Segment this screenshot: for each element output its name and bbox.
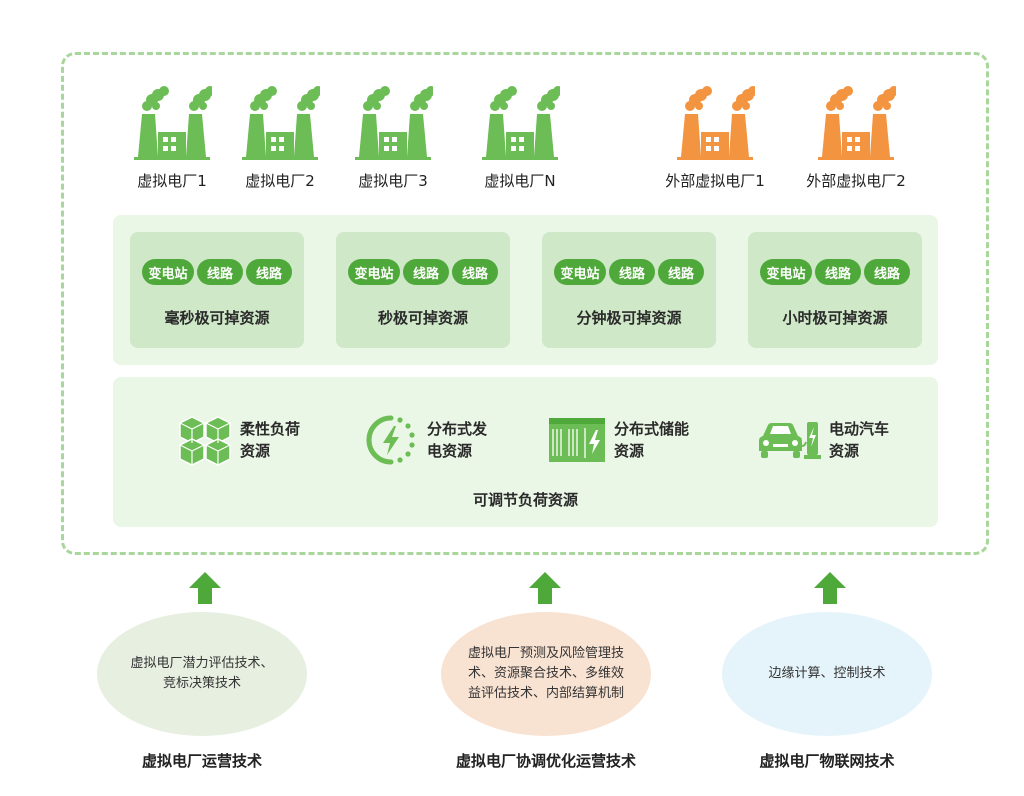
operation-tech-ellipse: 虚拟电厂潜力评估技术、竞标决策技术 [97, 612, 307, 736]
resource-card-title: 小时极可掉资源 [782, 309, 888, 327]
iot-tech-ellipse: 边缘计算、控制技术 [722, 612, 932, 736]
line-tag: 线路 [197, 259, 243, 285]
adjustable-load-band [113, 377, 938, 527]
cubes-icon [179, 416, 231, 466]
resource-card-title: 毫秒极可掉资源 [164, 309, 270, 327]
resource-card-second: 变电站 线路 线路 秒极可掉资源 [336, 232, 510, 348]
line-tag: 线路 [658, 259, 704, 285]
plant-external-1: 外部虚拟电厂1 [663, 78, 767, 198]
substation-tag: 变电站 [554, 259, 606, 285]
electric-vehicle-line1: 电动汽车 [829, 420, 890, 438]
substation-tag: 变电站 [348, 259, 400, 285]
distributed-generation-line2: 电资源 [427, 442, 473, 460]
substation-tag: 变电站 [760, 259, 812, 285]
plant-vpp-1: 虚拟电厂1 [122, 78, 222, 198]
ev-charging-icon [759, 422, 821, 459]
distributed-storage-item: 分布式储能 资源 [548, 412, 689, 468]
plant-label: 虚拟电厂1 [137, 172, 207, 190]
adjustable-load-title: 可调节负荷资源 [472, 491, 578, 509]
factory-icon [818, 86, 896, 160]
resource-card-minute: 变电站 线路 线路 分钟极可掉资源 [542, 232, 716, 348]
plant-vpp-3: 虚拟电厂3 [343, 78, 443, 198]
plant-label: 虚拟电厂N [484, 172, 556, 190]
electric-vehicle-line2: 资源 [829, 442, 860, 460]
distributed-storage-line1: 分布式储能 [614, 420, 690, 438]
distributed-storage-line2: 资源 [614, 442, 645, 460]
battery-container-icon [549, 418, 605, 462]
line-tag: 线路 [452, 259, 498, 285]
flexible-load-line2: 资源 [240, 442, 271, 460]
arrow-up-icon [189, 572, 221, 604]
operation-tech-text: 虚拟电厂潜力评估技术、竞标决策技术 [130, 656, 274, 691]
coordination-tech-ellipse: 虚拟电厂预测及风险管理技术、资源聚合技术、多维效益评估技术、内部结算机制 [441, 612, 651, 736]
plant-label: 外部虚拟电厂2 [806, 172, 906, 190]
plant-vpp-n: 虚拟电厂N [470, 78, 570, 198]
plant-external-2: 外部虚拟电厂2 [804, 78, 908, 198]
flexible-load-line1: 柔性负荷 [240, 420, 301, 438]
coordination-tech-label: 虚拟电厂协调优化运营技术 [455, 752, 636, 770]
factory-icon [242, 86, 320, 160]
factory-icon [134, 86, 212, 160]
line-tag: 线路 [246, 259, 292, 285]
line-tag: 线路 [864, 259, 910, 285]
line-tag: 线路 [403, 259, 449, 285]
electric-vehicle-item: 电动汽车 资源 [757, 412, 889, 468]
factory-icon [355, 86, 433, 160]
flexible-load-item: 柔性负荷 资源 [178, 412, 300, 468]
distributed-generation-line1: 分布式发 [427, 420, 488, 438]
arrow-up-icon [814, 572, 846, 604]
plant-label: 虚拟电厂2 [245, 172, 315, 190]
resource-card-title: 分钟极可掉资源 [576, 309, 682, 327]
arrow-up-icon [529, 572, 561, 604]
resource-card-hour: 变电站 线路 线路 小时极可掉资源 [748, 232, 922, 348]
virtual-power-plant-frame [61, 52, 989, 555]
line-tag: 线路 [815, 259, 861, 285]
lightning-circle-icon [366, 415, 415, 465]
factory-icon [677, 86, 755, 160]
distributed-generation-item: 分布式发 电资源 [363, 412, 487, 468]
plant-vpp-2: 虚拟电厂2 [230, 78, 330, 198]
coordination-tech-text: 虚拟电厂预测及风险管理技术、资源聚合技术、多维效益评估技术、内部结算机制 [467, 646, 624, 701]
plant-label: 外部虚拟电厂1 [665, 172, 765, 190]
line-tag: 线路 [609, 259, 655, 285]
substation-tag: 变电站 [142, 259, 194, 285]
resource-card-millisecond: 变电站 线路 线路 毫秒极可掉资源 [130, 232, 304, 348]
factory-icon [482, 86, 560, 160]
resource-card-title: 秒极可掉资源 [377, 309, 468, 327]
operation-tech-label: 虚拟电厂运营技术 [141, 752, 262, 770]
plant-label: 虚拟电厂3 [358, 172, 428, 190]
iot-tech-label: 虚拟电厂物联网技术 [759, 752, 895, 770]
iot-tech-text: 边缘计算、控制技术 [768, 666, 886, 681]
